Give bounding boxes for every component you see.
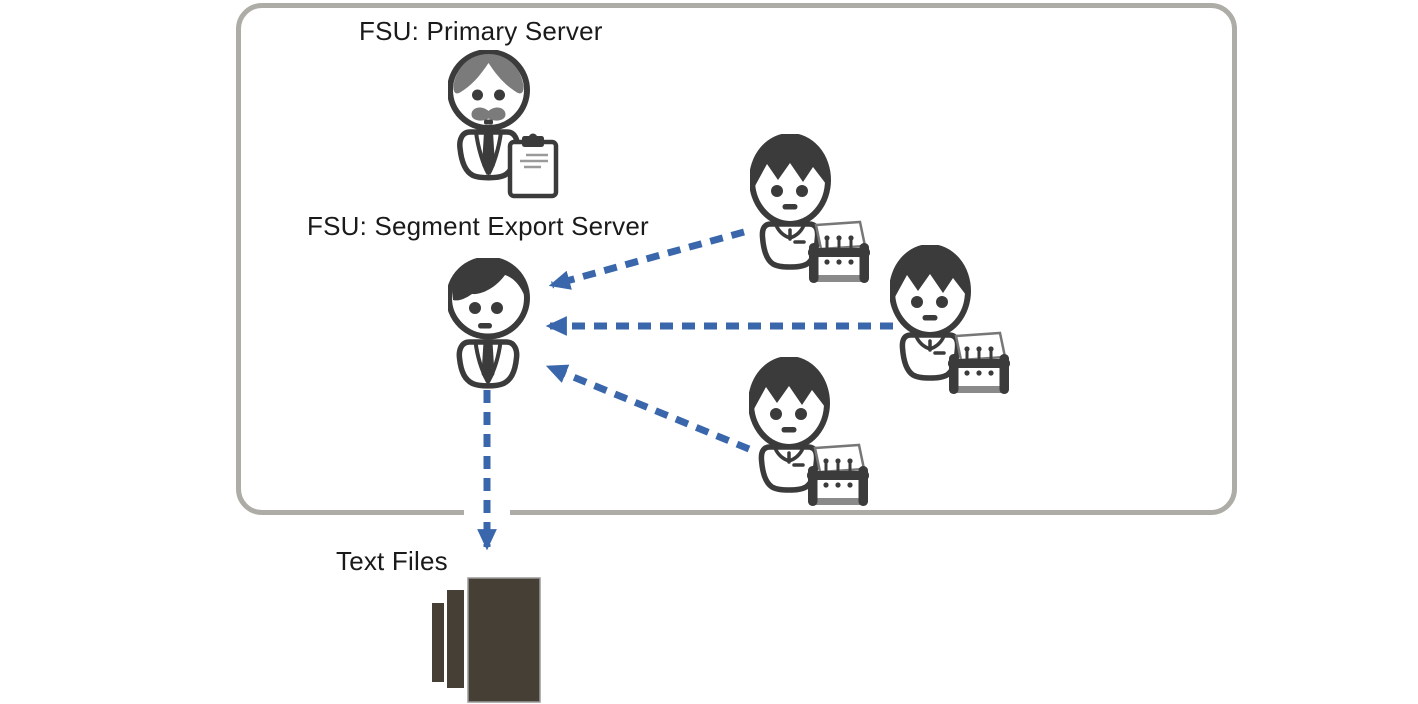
worker-person-rolodex-icon-2 (890, 245, 1015, 397)
dashed-arrow-worker3-to-segment-server (545, 363, 751, 453)
primary-server-label: FSU: Primary Server (359, 16, 603, 46)
worker-person-rolodex-icon-3 (749, 357, 874, 509)
manager-person-clipboard-icon (448, 50, 560, 200)
document-stack-icon (430, 576, 542, 704)
segment-export-server-label: FSU: Segment Export Server (307, 211, 649, 241)
worker-person-rolodex-icon-1 (750, 134, 875, 286)
system-boundary-frame (236, 3, 1237, 515)
dashed-arrow-worker1-to-segment-server (548, 228, 745, 290)
text-files-label: Text Files (336, 546, 448, 576)
suit-person-icon (448, 258, 533, 393)
